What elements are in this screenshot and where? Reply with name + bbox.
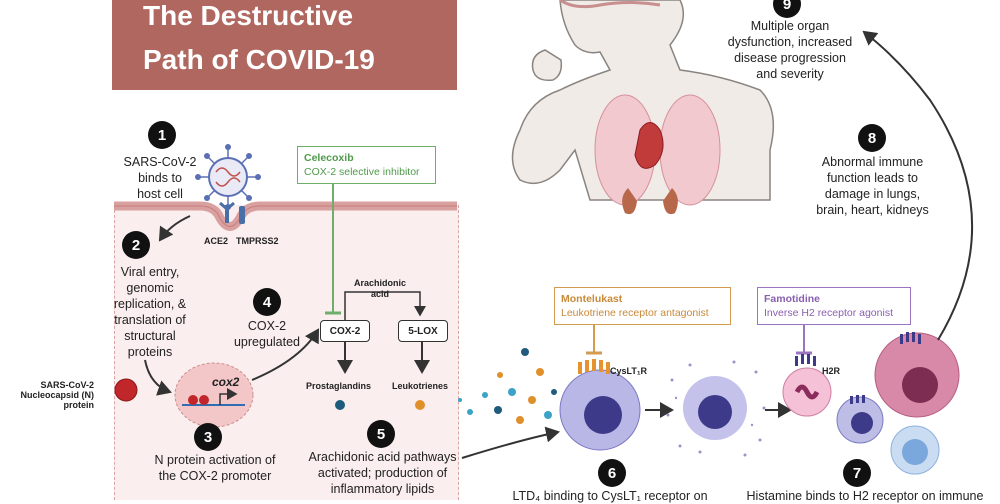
leukotriene-dot	[415, 400, 425, 410]
tmprss2-label: TMPRSS2	[236, 236, 279, 246]
famotidine-desc: Inverse H2 receptor agonist	[764, 306, 904, 320]
5-lox-box: 5-LOX	[398, 320, 448, 342]
n-protein-label: SARS-CoV-2 Nucleocapsid (N) protein	[10, 380, 94, 410]
step-7-text: Histamine binds to H2 receptor on immune	[740, 488, 990, 504]
leukotrienes-label: Leukotrienes	[392, 381, 448, 391]
step-8-text: Abnormal immune function leads to damage…	[805, 154, 940, 218]
prostaglandin-dot	[335, 400, 345, 410]
step-4-badge: 4	[253, 288, 281, 316]
arachidonic-acid-label: Arachidonic acid	[350, 278, 410, 300]
ace2-label: ACE2	[204, 236, 228, 246]
step-2-badge: 2	[122, 231, 150, 259]
step-4-text: COX-2 upregulated	[222, 318, 312, 350]
cyslt1r-label: CysLT₁R	[610, 366, 647, 376]
step-3-badge: 3	[194, 423, 222, 451]
montelukast-name: Montelukast	[561, 292, 724, 306]
step-2-text: Viral entry, genomic replication, & tran…	[100, 264, 200, 360]
celecoxib-name: Celecoxib	[304, 151, 429, 165]
step-6-badge: 6	[598, 459, 626, 487]
step-3-text: N protein activation of the COX-2 promot…	[140, 452, 290, 484]
arrow-to-cell-6	[462, 432, 558, 458]
cell-membrane	[114, 206, 457, 227]
step-5-badge: 5	[367, 420, 395, 448]
step-9-text: Multiple organ dysfunction, increased di…	[720, 18, 860, 82]
step-5-text: Arachidonic acid pathways activated; pro…	[300, 449, 465, 497]
arrow-entry	[160, 216, 190, 240]
montelukast-box: Montelukast Leukotriene receptor antagon…	[554, 287, 731, 325]
prostaglandins-label: Prostaglandins	[306, 381, 371, 391]
degranulating-cell-icon	[667, 361, 766, 457]
famotidine-name: Famotidine	[764, 292, 904, 306]
tmprss2-icon	[239, 206, 245, 224]
arrow-to-nucleus	[145, 360, 170, 392]
famotidine-box: Famotidine Inverse H2 receptor agonist	[757, 287, 911, 325]
montelukast-desc: Leukotriene receptor antagonist	[561, 306, 724, 320]
nucleus-icon	[175, 363, 253, 427]
step-1-text: SARS-CoV-2 binds to host cell	[105, 154, 215, 202]
celecoxib-desc: COX-2 selective inhibitor	[304, 165, 429, 179]
cox2-gene-label: cox2	[212, 375, 239, 389]
h2r-label: H2R	[822, 366, 840, 376]
lipid-molecules	[458, 348, 557, 424]
famotidine-inhibition-line	[796, 323, 812, 353]
step-6-text: LTD₄ binding to CysLT₁ receptor on	[500, 488, 720, 504]
step-1-badge: 1	[148, 121, 176, 149]
step-8-badge: 8	[858, 124, 886, 152]
n-protein-icon	[115, 379, 137, 401]
step-7-badge: 7	[843, 459, 871, 487]
montelukast-inhibition-line	[586, 323, 602, 353]
celecoxib-box: Celecoxib COX-2 selective inhibitor	[297, 146, 436, 184]
cox2-enzyme-box: COX-2	[320, 320, 370, 342]
